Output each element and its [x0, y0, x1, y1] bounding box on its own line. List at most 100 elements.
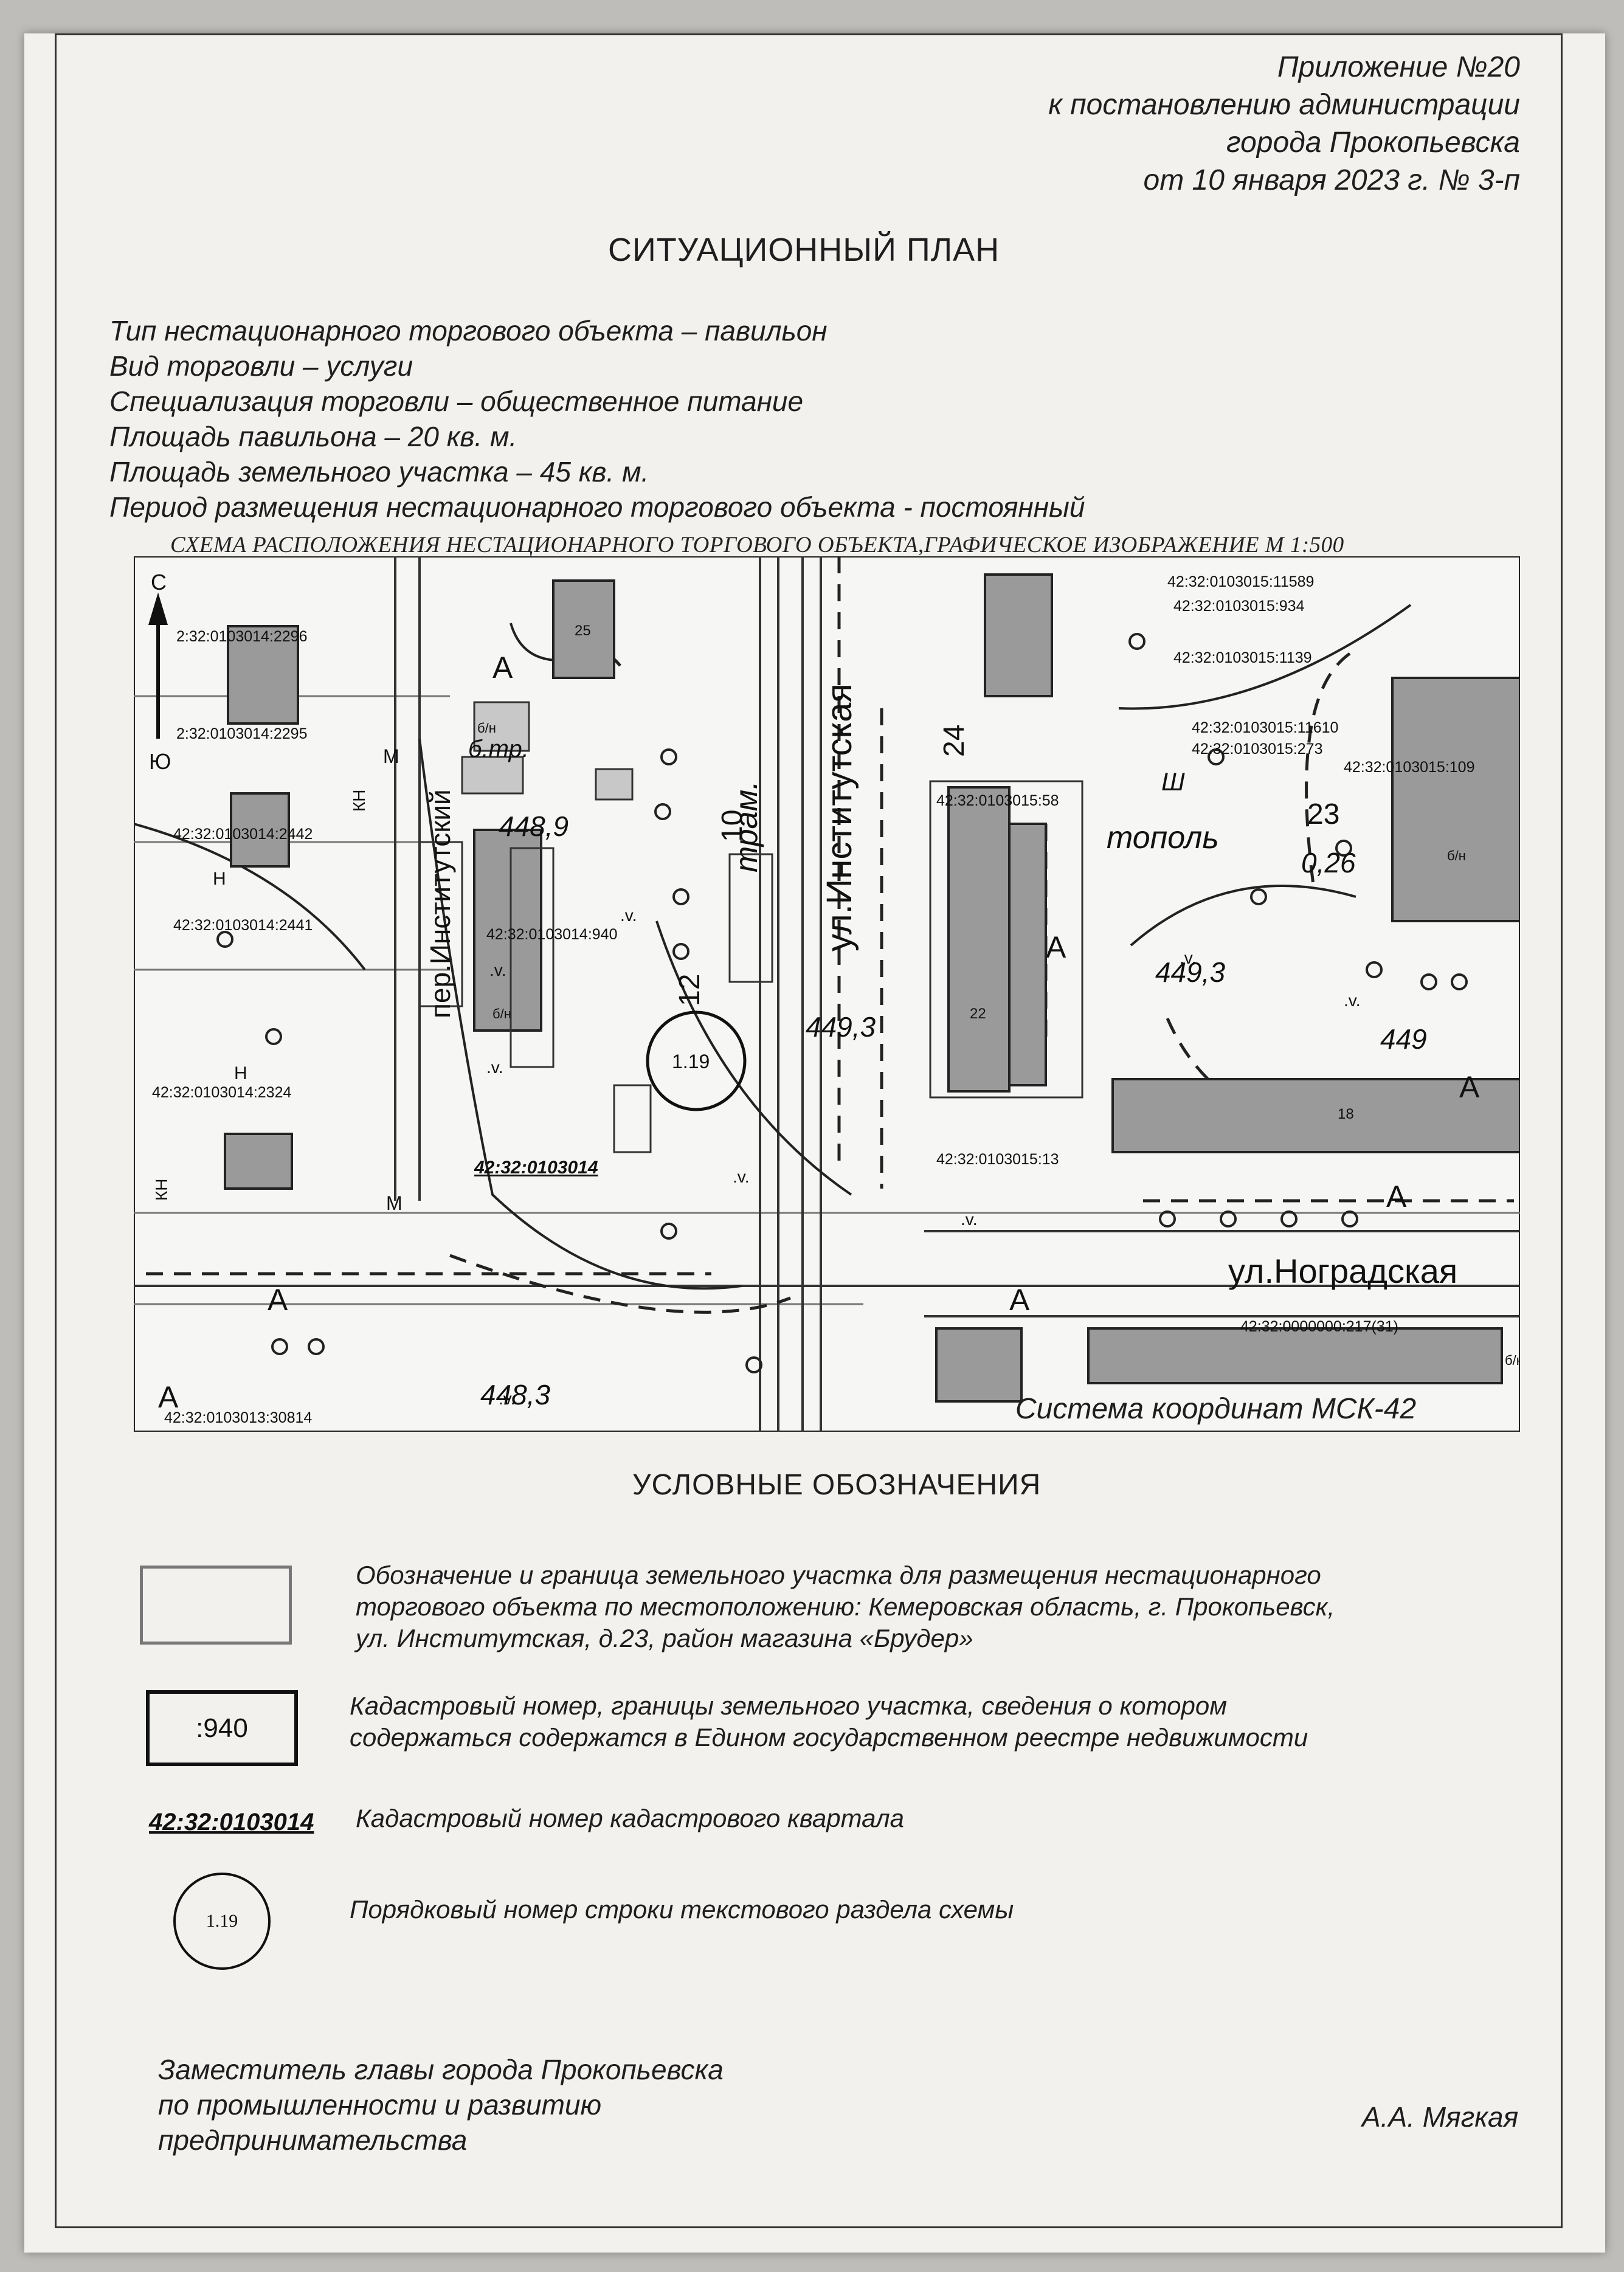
elevation-label: 448,9: [499, 810, 568, 842]
cadastral-label: 42:32:0103015:1139: [1173, 649, 1312, 666]
street-label: ул.Ноградская: [1228, 1252, 1457, 1290]
street-label: трам.: [729, 781, 764, 872]
north-label: С: [151, 570, 167, 595]
map-label: .v.: [1344, 991, 1360, 1010]
map-label: А: [268, 1283, 288, 1317]
map-label: М: [386, 1192, 403, 1214]
legend-boundary-symbol: [140, 1566, 292, 1645]
cadastral-label: 42:32:0103013:30814: [164, 1409, 312, 1426]
signatory-name: А.А. Мягкая: [1362, 2101, 1519, 2133]
map-label: б/н: [1447, 848, 1466, 863]
cadastral-label: 42:32:0000000:217(31): [1240, 1318, 1398, 1335]
signatory-line: предпринимательства: [158, 2124, 468, 2156]
map-label: .v.: [620, 906, 637, 925]
document-title: СИТУАЦИОННЫЙ ПЛАН: [608, 232, 1000, 268]
coordinate-system: Система координат МСК-42: [1015, 1393, 1417, 1425]
map-label: .v.: [489, 961, 506, 979]
legend-item-row-number: Порядковый номер строки текстового разде…: [350, 1895, 1014, 1924]
map-label: б/н: [1505, 1353, 1520, 1368]
elevation-label: 449: [1380, 1023, 1427, 1055]
map-label: .v.: [499, 1389, 515, 1408]
map-label: 22: [970, 1006, 986, 1022]
south-label: Ю: [149, 749, 171, 774]
street-label: ул.Институтская: [820, 683, 859, 951]
map-label: КН: [152, 1178, 171, 1201]
cadastral-label: 42:32:0103015:58: [936, 792, 1059, 809]
sheet-frame: [55, 33, 1563, 2228]
legend-text-line: торгового объекта по местоположению: Кем…: [356, 1592, 1335, 1621]
legend-text-line: ул. Институтская, д.23, район магазина «…: [356, 1624, 973, 1652]
map-label: Ш: [1161, 767, 1185, 796]
object-parameters: Тип нестационарного торгового объекта – …: [109, 313, 1085, 525]
legend-cadastral-symbol: :940: [146, 1690, 298, 1766]
map-label: А: [1459, 1070, 1480, 1104]
elevation-label: 0,26: [1301, 847, 1356, 879]
map-label: 25: [575, 623, 591, 639]
appendix-line-3: города Прокопьевска: [1226, 126, 1520, 159]
map-label: .v.: [733, 1167, 749, 1186]
cadastral-label: 42:32:0103014:2441: [173, 917, 313, 934]
cadastral-label: 42:32:0103014:2324: [152, 1084, 291, 1101]
elevation-label: 449,3: [1155, 956, 1226, 988]
map-label: б/н: [477, 720, 496, 736]
map-label: б/н: [492, 1006, 511, 1021]
map-label: КН: [350, 789, 368, 812]
signatory-position: Заместитель главы города Прокопьевска по…: [158, 2052, 724, 2158]
situation-map: 1.19 С Ю пер.Институтский ул.Институтска…: [134, 556, 1520, 1432]
cadastral-label: 42:32:0103015:109: [1344, 759, 1475, 776]
elevation-label: 448,3: [480, 1379, 551, 1411]
cadastral-label: 2:32:0103014:2296: [176, 628, 308, 645]
param-line: Период размещения нестационарного торгов…: [109, 491, 1085, 523]
appendix-line-1: Приложение №20: [1277, 51, 1520, 83]
map-label: А: [1046, 930, 1066, 964]
map-label: .v.: [1180, 948, 1196, 967]
cadastral-label: 42:32:0103014:2442: [173, 826, 313, 843]
cadastral-label: 42:32:0103014:940: [486, 926, 618, 943]
appendix-header: Приложение №20 к постановлению администр…: [1048, 49, 1520, 199]
cadastral-label: 42:32:0103015:11589: [1167, 573, 1314, 590]
cadastral-label: 2:32:0103014:2295: [176, 725, 308, 742]
legend-item-cadastral: Кадастровый номер, границы земельного уч…: [350, 1690, 1308, 1753]
param-line: Специализация торговли – общественное пи…: [109, 385, 804, 417]
param-line: Площадь павильона – 20 кв. м.: [109, 421, 517, 452]
map-label: 10: [716, 810, 748, 842]
signatory-line: по промышленности и развитию: [158, 2089, 602, 2121]
map-label: б.тр.: [468, 736, 529, 762]
param-line: Тип нестационарного торгового объекта – …: [109, 315, 828, 347]
map-label: .v.: [486, 1058, 503, 1077]
elevation-label: 449,3: [806, 1011, 876, 1043]
street-label: пер.Институтский: [424, 789, 456, 1018]
map-label: тополь: [1107, 820, 1219, 855]
cadastral-label: 42:32:0103015:934: [1173, 598, 1305, 615]
legend-text-line: Кадастровый номер, границы земельного уч…: [350, 1691, 1228, 1720]
legend-circle-symbol: 1.19: [173, 1873, 271, 1970]
cadastral-label: 42:32:0103015:13: [936, 1151, 1059, 1168]
map-label: .v.: [961, 1210, 977, 1229]
map-label: А: [1009, 1283, 1030, 1317]
param-line: Вид торговли – услуги: [109, 350, 413, 382]
map-label: Н: [234, 1063, 247, 1083]
param-line: Площадь земельного участка – 45 кв. м.: [109, 456, 649, 488]
legend-quarter-symbol: 42:32:0103014: [149, 1809, 314, 1835]
scheme-caption: СХЕМА РАСПОЛОЖЕНИЯ НЕСТАЦИОНАРНОГО ТОРГО…: [170, 533, 1344, 558]
quarter-label: 42:32:0103014: [474, 1158, 598, 1178]
cadastral-label: 42:32:0103015:11610: [1192, 719, 1338, 736]
legend-text-line: Обозначение и граница земельного участка…: [356, 1561, 1321, 1589]
map-label: Н: [213, 869, 226, 889]
appendix-line-4: от 10 января 2023 г. № 3-п: [1143, 164, 1521, 196]
map-label: 12: [674, 974, 706, 1006]
map-marker: 1.19: [672, 1051, 710, 1072]
legend-text-line: содержаться содержатся в Едином государс…: [350, 1723, 1308, 1752]
legend-item-quarter: Кадастровый номер кадастрового квартала: [356, 1804, 905, 1832]
map-label: А: [1386, 1179, 1407, 1214]
map-label: 18: [1338, 1106, 1354, 1122]
appendix-line-2: к постановлению администрации: [1048, 89, 1520, 121]
document-sheet: Приложение №20 к постановлению администр…: [24, 33, 1605, 2253]
map-label: 24: [938, 725, 970, 757]
map-label: А: [492, 651, 513, 685]
cadastral-label: 42:32:0103015:273: [1192, 741, 1323, 758]
legend-title: УСЛОВНЫЕ ОБОЗНАЧЕНИЯ: [632, 1469, 1042, 1501]
legend-item-boundary: Обозначение и граница земельного участка…: [356, 1559, 1335, 1654]
map-label: М: [383, 745, 399, 767]
signatory-line: Заместитель главы города Прокопьевска: [158, 2054, 724, 2085]
